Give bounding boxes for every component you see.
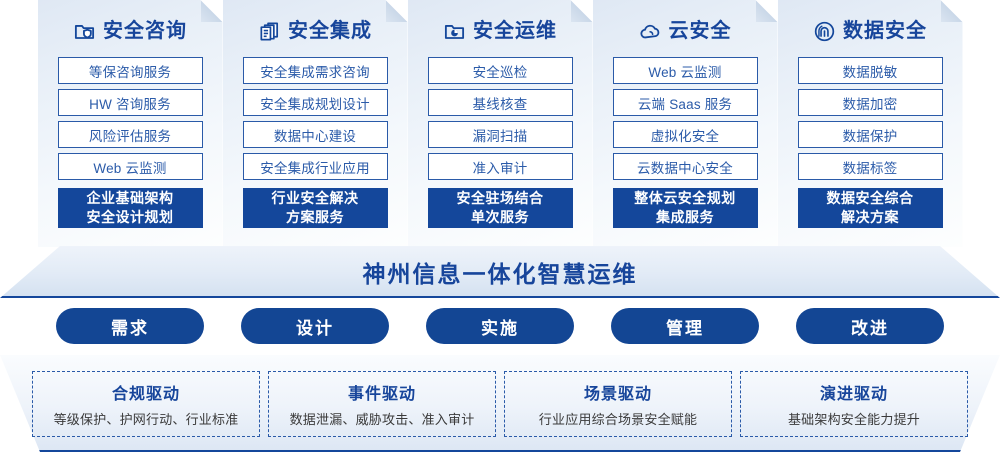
service-item[interactable]: 数据加密 — [798, 89, 943, 116]
service-item[interactable]: 虚拟化安全 — [613, 121, 758, 148]
column-header: 安全运维 — [443, 18, 557, 44]
service-highlight[interactable]: 整体云安全规划 集成服务 — [613, 188, 758, 228]
service-item[interactable]: 安全集成规划设计 — [243, 89, 388, 116]
service-highlight-line2: 集成服务 — [656, 209, 714, 225]
service-column-cloud-security[interactable]: 云安全 Web 云监测 云端 Saas 服务 虚拟化安全 云数据中心安全 整体云… — [593, 0, 778, 247]
service-highlight-line1: 行业安全解决 — [271, 190, 359, 207]
service-item[interactable]: 基线核查 — [428, 89, 573, 116]
column-title: 安全咨询 — [103, 20, 187, 42]
service-item[interactable]: 数据脱敏 — [798, 57, 943, 84]
service-item[interactable]: 等保咨询服务 — [58, 57, 203, 84]
service-item[interactable]: 云端 Saas 服务 — [613, 89, 758, 116]
stacked-documents-icon — [258, 20, 281, 43]
service-item[interactable]: 数据中心建设 — [243, 121, 388, 148]
lifecycle-stage-requirements[interactable]: 需求 — [56, 308, 204, 344]
column-title: 数据安全 — [843, 20, 927, 42]
folder-shield-icon — [73, 20, 96, 43]
service-column-security-operations[interactable]: 安全运维 安全巡检 基线核查 漏洞扫描 准入审计 安全驻场结合 单次服务 — [408, 0, 593, 247]
service-column-security-integration[interactable]: 安全集成 安全集成需求咨询 安全集成规划设计 数据中心建设 安全集成行业应用 行… — [223, 0, 408, 247]
lifecycle-stage-design[interactable]: 设计 — [241, 308, 389, 344]
driver-card-incident[interactable]: 事件驱动 数据泄漏、威胁攻击、准入审计 — [268, 370, 496, 437]
service-highlight[interactable]: 数据安全综合 解决方案 — [798, 188, 943, 228]
lifecycle-stages: 需求 设计 实施 管理 改进 — [0, 308, 1000, 346]
service-item[interactable]: HW 咨询服务 — [58, 89, 203, 116]
lifecycle-stage-management[interactable]: 管理 — [611, 308, 759, 344]
driver-title: 演进驱动 — [819, 385, 888, 403]
driver-title: 合规驱动 — [111, 385, 180, 403]
service-highlight[interactable]: 企业基础架构 安全设计规划 — [58, 188, 203, 228]
service-highlight-line2: 安全设计规划 — [86, 209, 174, 225]
column-header: 安全集成 — [258, 18, 372, 44]
service-item[interactable]: Web 云监测 — [613, 57, 758, 84]
service-highlight[interactable]: 安全驻场结合 单次服务 — [428, 188, 573, 228]
column-title: 云安全 — [668, 20, 732, 42]
service-item[interactable]: 安全巡检 — [428, 57, 573, 84]
driver-description: 等级保护、护网行动、行业标准 — [53, 411, 239, 427]
platform-banner-title: 神州信息一体化智慧运维 — [362, 261, 638, 287]
service-highlight-line1: 整体云安全规划 — [634, 190, 736, 207]
column-header: 云安全 — [639, 18, 732, 44]
lifecycle-stage-improvement[interactable]: 改进 — [796, 308, 944, 344]
service-item[interactable]: 云数据中心安全 — [613, 153, 758, 180]
driver-card-compliance[interactable]: 合规驱动 等级保护、护网行动、行业标准 — [32, 370, 260, 437]
service-columns: 安全咨询 等保咨询服务 HW 咨询服务 风险评估服务 Web 云监测 企业基础架… — [0, 0, 1000, 250]
service-item[interactable]: 安全集成行业应用 — [243, 153, 388, 180]
driver-description: 基础架构安全能力提升 — [787, 411, 920, 427]
driver-title: 事件驱动 — [347, 385, 416, 403]
service-item[interactable]: 数据保护 — [798, 121, 943, 148]
service-highlight-line2: 方案服务 — [286, 209, 344, 225]
service-column-security-consulting[interactable]: 安全咨询 等保咨询服务 HW 咨询服务 风险评估服务 Web 云监测 企业基础架… — [38, 0, 223, 247]
fingerprint-icon — [813, 20, 836, 43]
service-highlight-line1: 安全驻场结合 — [456, 190, 544, 207]
folder-pie-chart-icon — [443, 20, 466, 43]
platform-banner: 神州信息一体化智慧运维 — [0, 246, 1000, 298]
driver-description: 数据泄漏、威胁攻击、准入审计 — [289, 411, 475, 427]
column-header: 数据安全 — [813, 18, 927, 44]
service-item[interactable]: 安全集成需求咨询 — [243, 57, 388, 84]
drivers-row: 合规驱动 等级保护、护网行动、行业标准 事件驱动 数据泄漏、威胁攻击、准入审计 … — [0, 355, 1000, 452]
service-highlight-line1: 企业基础架构 — [86, 190, 174, 207]
lifecycle-stage-implementation[interactable]: 实施 — [426, 308, 574, 344]
service-highlight-line2: 单次服务 — [471, 209, 529, 225]
service-item[interactable]: 风险评估服务 — [58, 121, 203, 148]
column-title: 安全运维 — [473, 20, 557, 42]
column-header: 安全咨询 — [73, 18, 187, 44]
driver-card-evolution[interactable]: 演进驱动 基础架构安全能力提升 — [740, 370, 968, 437]
service-item[interactable]: 准入审计 — [428, 153, 573, 180]
service-highlight-line2: 解决方案 — [841, 209, 899, 225]
driver-title: 场景驱动 — [583, 385, 652, 403]
service-item[interactable]: 数据标签 — [798, 153, 943, 180]
cloud-icon — [639, 20, 662, 43]
service-item[interactable]: Web 云监测 — [58, 153, 203, 180]
platform-banner-shape — [0, 246, 1000, 298]
driver-description: 行业应用综合场景安全赋能 — [538, 411, 698, 427]
service-highlight-line1: 数据安全综合 — [826, 190, 914, 207]
column-title: 安全集成 — [288, 20, 372, 42]
service-column-data-security[interactable]: 数据安全 数据脱敏 数据加密 数据保护 数据标签 数据安全综合 解决方案 — [778, 0, 963, 247]
service-item[interactable]: 漏洞扫描 — [428, 121, 573, 148]
service-highlight[interactable]: 行业安全解决 方案服务 — [243, 188, 388, 228]
driver-card-scenario[interactable]: 场景驱动 行业应用综合场景安全赋能 — [504, 370, 732, 437]
